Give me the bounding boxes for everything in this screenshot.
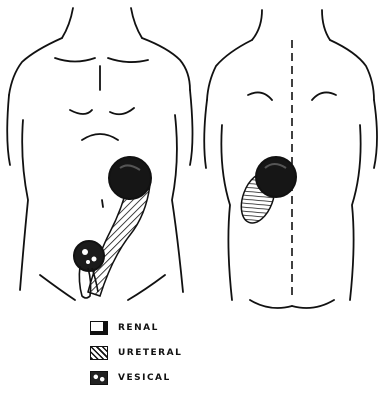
legend-label: URETERAL (118, 348, 182, 358)
legend-label: VESICAL (118, 373, 171, 383)
ureteral-hatch-swatch-icon (90, 346, 108, 360)
renal-pattern-swatch-icon (90, 321, 108, 335)
pain-referral-diagram (0, 0, 385, 310)
legend-item-renal: RENAL (90, 318, 290, 338)
legend: RENAL URETERAL VESICAL (90, 318, 290, 393)
legend-item-vesical: VESICAL (90, 368, 290, 388)
front-vesical-dot (92, 257, 97, 262)
back-torso-outline (204, 10, 377, 308)
front-vesical-dot (86, 260, 90, 264)
front-vesical-region (74, 241, 104, 271)
legend-item-ureteral: URETERAL (90, 343, 290, 363)
front-vesical-dot (82, 249, 88, 255)
front-renal-region (109, 157, 151, 199)
vesical-dotted-swatch-icon (90, 371, 108, 385)
legend-label: RENAL (118, 323, 159, 333)
back-renal-region (256, 157, 296, 197)
